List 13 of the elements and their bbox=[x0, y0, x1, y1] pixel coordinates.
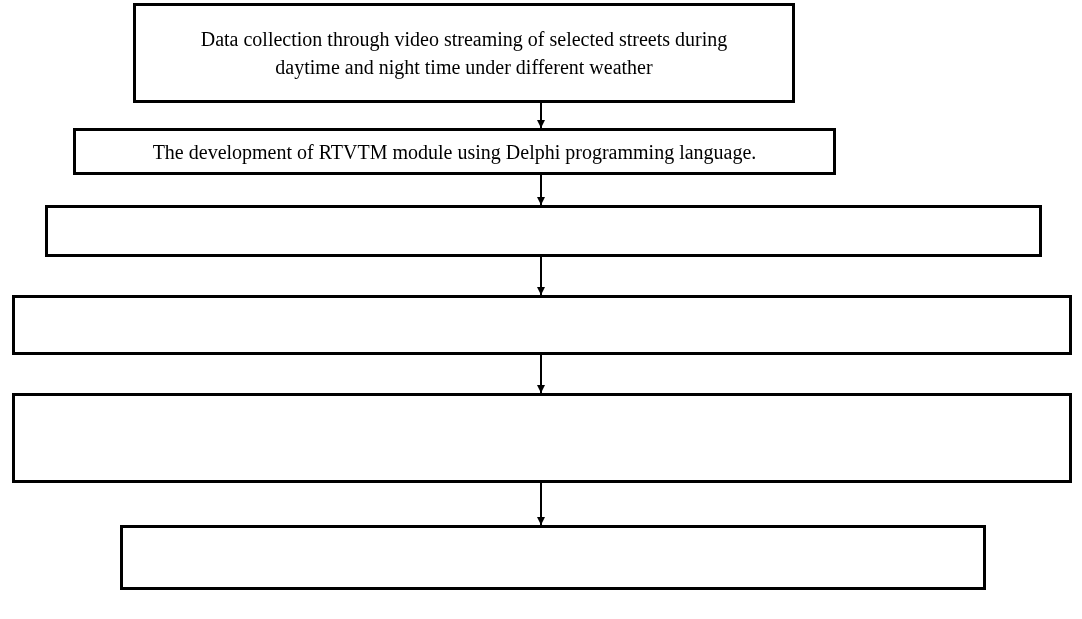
empty-process-box bbox=[12, 393, 1072, 483]
arrow bbox=[537, 482, 545, 526]
process-box bbox=[133, 3, 795, 103]
arrow bbox=[537, 354, 545, 394]
step-text: Data collection through video streaming of selected streets during daytime and night time under different weather bbox=[199, 27, 729, 81]
arrow bbox=[537, 256, 545, 296]
empty-process-box bbox=[12, 295, 1072, 355]
empty-process-box bbox=[45, 205, 1042, 257]
empty-process-box bbox=[120, 525, 986, 590]
process-box bbox=[73, 128, 836, 175]
step-text: The development of RTVTM module using Delphi programming language. bbox=[152, 139, 757, 166]
arrow bbox=[537, 174, 545, 206]
arrow bbox=[537, 102, 545, 129]
